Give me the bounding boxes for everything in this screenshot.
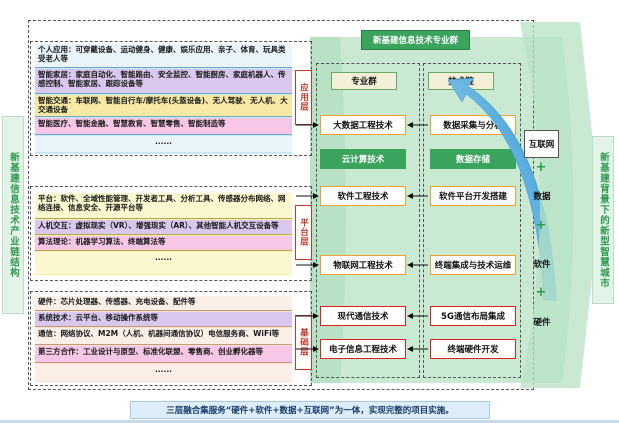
- right-arrow-shape: [520, 22, 600, 388]
- base-layer-label: 基础层: [298, 328, 309, 357]
- major-item: 云计算技术: [320, 149, 406, 169]
- tech-chain-item: 终端集成与技术运维: [430, 255, 516, 275]
- tech-chain-item: 数据存储: [430, 149, 516, 169]
- flow-plus: +: [535, 218, 547, 233]
- left-side-panel: 新基建信息技术产业链结构: [2, 116, 24, 314]
- flow-plus: +: [535, 285, 547, 300]
- major-item: 现代通信技术: [320, 306, 406, 326]
- left-side-label: 新基建信息技术产业链结构: [8, 152, 19, 278]
- platform-row-more: ......: [35, 252, 292, 274]
- flow-item-software: 软件: [533, 260, 551, 270]
- major-item: 大数据工程技术: [320, 115, 406, 135]
- base-row-more: ......: [35, 364, 292, 381]
- majors-header: 专业群: [331, 72, 397, 90]
- base-row: 硬件：芯片处理器、传感器、充电设备、配件等: [35, 296, 292, 311]
- app-row: 个人应用：可穿戴设备、运动健身、健康、娱乐应用、亲子、体育、玩具类受老人等: [35, 44, 292, 68]
- platform-layer-label-box: 平台层: [295, 205, 312, 260]
- right-side-panel: 新基建背景下的新型智慧城市: [592, 136, 614, 304]
- bottom-line: [0, 420, 619, 423]
- platform-row: 人机交互：虚拟现实（VR）、增强现实（AR）、其他智能人机交互设备等: [35, 220, 292, 235]
- base-row: 通信：网络协议、M2M（人机、机器间通信协议）电信服务商、WiFi等: [35, 328, 292, 345]
- flow-box: 互联网: [524, 130, 559, 158]
- major-item: 物联网工程技术: [320, 255, 406, 275]
- app-layer-label-box: 应用层: [295, 70, 312, 125]
- flow-item-hardware: 硬件: [533, 318, 551, 328]
- platform-layer-label: 平台层: [298, 218, 309, 247]
- bottom-caption-text: 三层融合集服务“硬件+软件+数据+互联网”为一体，实现完整的项目实施。: [166, 406, 454, 416]
- top-title: 新基建信息技术专业群: [361, 30, 470, 50]
- tech-chain-item: 软件平台开发搭建: [430, 186, 516, 206]
- app-layer-label: 应用层: [298, 83, 309, 112]
- flow-item-data: 数据: [533, 192, 551, 202]
- base-row: 第三方合作：工业设计与原型、标准化联盟、零售商、创业孵化器等: [35, 346, 292, 363]
- majors-column-frame: [316, 63, 420, 378]
- major-item: 电子信息工程技术: [320, 339, 406, 359]
- app-row: 智能家居：家庭自动化、智能路由、安全监控、智能厨房、家庭机器人、传感控制、智能家…: [35, 69, 292, 94]
- app-row: 智能医疗、智能金融、智慧教育、智慧零售、智能制造等: [35, 118, 292, 135]
- major-item: 软件工程技术: [320, 186, 406, 206]
- app-layer-rows: 个人应用：可穿戴设备、运动健身、健康、娱乐应用、亲子、体育、玩具类受老人等 智能…: [35, 44, 292, 154]
- flow-plus: +: [535, 160, 547, 175]
- tech-chain-item: 终端硬件开发: [430, 339, 516, 359]
- techchain-column-frame: [423, 63, 521, 378]
- base-row: 系统技术：云平台、移动操作系统等: [35, 312, 292, 327]
- platform-row: 平台：软件、全域性能管理、开发者工具、分析工具、传感器分布网络、网络连接、信息安…: [35, 193, 292, 219]
- bottom-caption: 三层融合集服务“硬件+软件+数据+互联网”为一体，实现完整的项目实施。: [130, 401, 490, 419]
- base-layer-rows: 硬件：芯片处理器、传感器、充电设备、配件等 系统技术：云平台、移动操作系统等 通…: [35, 296, 292, 382]
- app-row: 智能交通：车联网、智能自行车/摩托车(头盔设备)、无人驾驶、无人机、大交通设备: [35, 95, 292, 117]
- flow-item-internet: 互联网: [528, 140, 555, 150]
- platform-layer-rows: 平台：软件、全域性能管理、开发者工具、分析工具、传感器分布网络、网络连接、信息安…: [35, 193, 292, 275]
- tech-chain-item: 5G通信布局集成: [430, 306, 516, 326]
- platform-row: 算法理论：机器学习算法、终端算法等: [35, 236, 292, 251]
- app-row-more: ......: [35, 136, 292, 152]
- right-side-label: 新基建背景下的新型智慧城市: [598, 151, 609, 289]
